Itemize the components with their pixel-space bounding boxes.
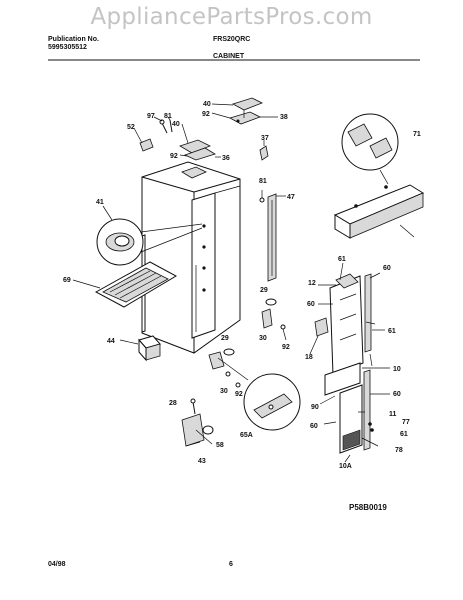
- bottom-hinge-assembly: [181, 398, 214, 447]
- label-10a: 10A: [339, 463, 352, 470]
- label-38: 38: [280, 114, 288, 121]
- label-36: 36: [222, 155, 230, 162]
- label-30-upper: 30: [259, 335, 267, 342]
- small-screws: [133, 116, 173, 152]
- label-81-mid: 81: [259, 178, 267, 185]
- label-90: 90: [311, 404, 319, 411]
- watermark-text: AppliancePartsPros.com: [90, 4, 373, 30]
- label-37: 37: [261, 135, 269, 142]
- label-60-mid: 60: [307, 301, 315, 308]
- label-92-right: 92: [282, 344, 290, 351]
- top-trim-bar: [333, 184, 425, 239]
- part-number-labels: 40 92 38 97 81 52 40 92 36 37 71 41 81 4…: [63, 101, 421, 470]
- label-92-mid: 92: [170, 153, 178, 160]
- door-duct-assembly: [314, 273, 376, 396]
- rear-cover-panel: [72, 261, 178, 308]
- label-10: 10: [393, 366, 401, 373]
- label-65a: 65A: [240, 432, 253, 439]
- label-18: 18: [305, 354, 313, 361]
- label-12: 12: [308, 280, 316, 287]
- footer-page-number: 6: [229, 561, 233, 568]
- label-69: 69: [63, 277, 71, 284]
- label-81-top: 81: [164, 113, 172, 120]
- label-30-lower: 30: [220, 388, 228, 395]
- publication-number: 5995305512: [48, 44, 87, 51]
- section-title: CABINET: [213, 53, 245, 60]
- label-61-right: 61: [388, 328, 396, 335]
- label-60-upper: 60: [383, 265, 391, 272]
- lower-door-panel: [339, 369, 379, 454]
- middle-hinge-assembly: [179, 123, 221, 161]
- top-hinge-assembly: [211, 97, 278, 125]
- footer-date: 04/98: [48, 561, 66, 568]
- washer-bracket-group: [208, 298, 287, 388]
- label-60-bottom: 60: [310, 423, 318, 430]
- label-92-top: 92: [202, 111, 210, 118]
- label-97: 97: [147, 113, 155, 120]
- label-40-top: 40: [203, 101, 211, 108]
- label-52: 52: [127, 124, 135, 131]
- label-41: 41: [96, 199, 104, 206]
- label-71: 71: [413, 131, 421, 138]
- label-78: 78: [395, 447, 403, 454]
- leader-lines: [309, 262, 390, 463]
- label-40-mid: 40: [172, 121, 180, 128]
- drawing-code: P58B0019: [349, 503, 387, 512]
- label-29-upper: 29: [260, 287, 268, 294]
- label-61-bottom: 61: [400, 431, 408, 438]
- label-28: 28: [169, 400, 177, 407]
- label-60-lower: 60: [393, 391, 401, 398]
- label-47: 47: [287, 194, 295, 201]
- label-29-lower: 29: [221, 335, 229, 342]
- label-77: 77: [402, 419, 410, 426]
- bushing-detail: [96, 205, 203, 266]
- foot-block-44: [119, 335, 161, 362]
- label-43: 43: [198, 458, 206, 465]
- mullion-strip: [259, 190, 286, 282]
- label-58: 58: [216, 442, 224, 449]
- model-number: FRS20QRC: [213, 36, 251, 43]
- label-92-lower: 92: [235, 391, 243, 398]
- label-11: 11: [389, 411, 397, 418]
- hinge-pin-detail: [217, 357, 301, 431]
- cabinet-shell: [141, 161, 241, 354]
- bracket-37: [259, 140, 269, 161]
- label-44: 44: [107, 338, 115, 345]
- label-61-upper: 61: [338, 256, 346, 263]
- publication-label: Publication No.: [48, 36, 99, 43]
- trim-clip-detail: [341, 113, 399, 189]
